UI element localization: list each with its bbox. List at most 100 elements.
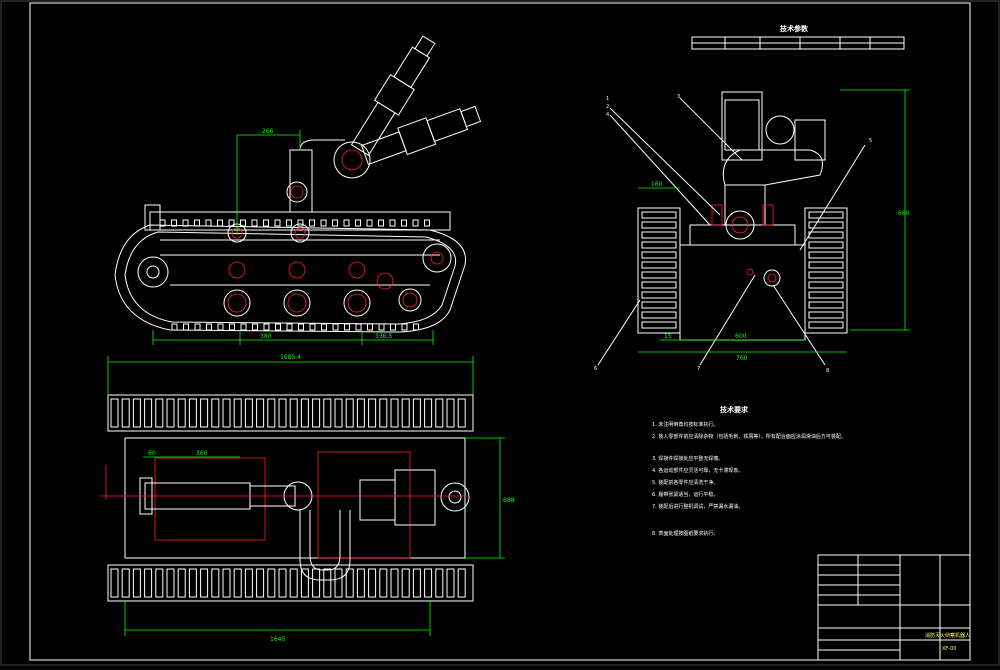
param-table-title: 技术参数 xyxy=(780,24,809,33)
track-link xyxy=(368,398,377,428)
track-link xyxy=(332,219,338,227)
track-link xyxy=(289,568,298,598)
track-link xyxy=(188,568,197,598)
track-link xyxy=(334,398,343,428)
track-link xyxy=(401,323,408,331)
track-link xyxy=(379,568,388,598)
track-link xyxy=(808,241,844,249)
track-link xyxy=(222,568,231,598)
track-link xyxy=(274,219,281,227)
title-block xyxy=(817,554,971,661)
track-link xyxy=(424,398,433,428)
track-link xyxy=(641,281,677,289)
track-link xyxy=(289,398,298,428)
track-link xyxy=(286,323,293,331)
track-link xyxy=(345,568,354,598)
track-link xyxy=(641,311,677,319)
track-link xyxy=(267,568,276,598)
dim-side-2: 336.5 xyxy=(375,333,392,340)
dim-plan-b: 360 xyxy=(196,450,208,457)
track-link xyxy=(132,568,141,598)
track-link xyxy=(641,251,677,259)
track-link xyxy=(244,568,253,598)
track-link xyxy=(355,323,362,331)
track-link xyxy=(206,323,212,331)
balloon-2: 2 xyxy=(606,104,609,110)
dim-plan-height: 688 xyxy=(503,497,515,504)
dim-top-arm: 266 xyxy=(262,128,274,135)
track-link xyxy=(808,211,844,219)
track-link xyxy=(424,219,430,227)
track-link xyxy=(413,323,419,331)
track-link xyxy=(229,323,235,331)
track-link xyxy=(110,568,119,598)
track-link xyxy=(641,211,677,219)
track-link xyxy=(300,568,309,598)
track-link xyxy=(378,323,385,331)
track-link xyxy=(641,231,677,239)
balloon-5: 5 xyxy=(869,138,872,144)
track-link xyxy=(211,398,220,428)
track-link xyxy=(166,568,175,598)
track-link xyxy=(808,261,844,269)
track-link xyxy=(252,323,258,331)
track-link xyxy=(641,221,677,229)
track-link xyxy=(155,398,164,428)
track-link xyxy=(641,321,677,329)
track-link xyxy=(121,398,130,428)
track-link xyxy=(200,568,209,598)
track-link xyxy=(641,241,677,249)
track-link xyxy=(367,323,373,331)
track-link xyxy=(312,568,321,598)
track-link xyxy=(412,219,419,227)
track-link xyxy=(401,568,410,598)
track-link xyxy=(233,568,242,598)
track-link xyxy=(309,323,316,331)
track-link xyxy=(808,271,844,279)
track-link xyxy=(194,323,201,331)
track-link xyxy=(401,219,407,227)
balloon-8: 8 xyxy=(826,368,829,374)
front-view xyxy=(597,89,910,366)
sheet-border xyxy=(29,2,971,661)
track-link xyxy=(263,323,270,331)
track-link xyxy=(355,219,361,227)
track-link xyxy=(300,398,309,428)
track-link xyxy=(171,323,178,331)
track-link xyxy=(121,568,130,598)
track-link xyxy=(251,219,258,227)
balloon-3: 3 xyxy=(677,94,680,100)
track-link xyxy=(808,251,844,259)
tech-note: 6. 履带张紧适当，运行平稳。 xyxy=(652,491,718,498)
track-link xyxy=(144,568,153,598)
track-link xyxy=(343,219,350,227)
tech-note: 8. 表面处理按图纸要求执行。 xyxy=(652,530,718,537)
track-link xyxy=(222,398,231,428)
track-link xyxy=(412,398,421,428)
track-link xyxy=(344,323,350,331)
dim-front-inner: 600 xyxy=(735,333,747,340)
track-link xyxy=(171,219,177,227)
tech-note: 7. 装配后进行整机调试，严禁漏水漏油。 xyxy=(652,503,743,510)
dim-front-top: 160 xyxy=(651,181,663,188)
track-link xyxy=(244,398,253,428)
track-link xyxy=(200,398,209,428)
track-link xyxy=(457,398,466,428)
dim-plan-bottom: 1645 xyxy=(270,636,285,643)
tech-notes: 1. 未注明倒角均按标准执行。 2. 装入零部件前应清除杂物（包括毛刺、铁屑等）… xyxy=(652,421,846,537)
dim-front-height: 660 xyxy=(898,210,910,217)
track-link xyxy=(390,568,399,598)
track-link xyxy=(309,219,315,227)
track-link xyxy=(177,398,186,428)
track-link xyxy=(323,398,332,428)
side-view xyxy=(114,35,482,345)
tech-note: 5. 装配前各零件应清洗干净。 xyxy=(652,479,718,486)
track-link xyxy=(390,398,399,428)
balloon-4: 4 xyxy=(606,112,609,118)
track-link xyxy=(435,398,444,428)
tech-note: 1. 未注明倒角均按标准执行。 xyxy=(652,421,718,428)
track-link xyxy=(808,291,844,299)
